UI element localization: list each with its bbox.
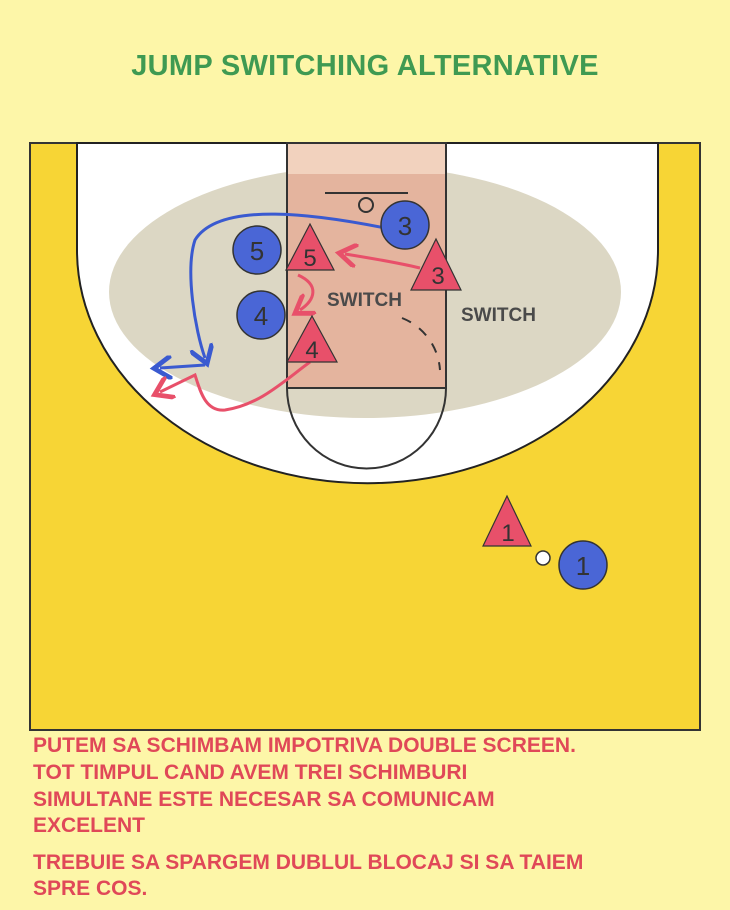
- defense-player-1: 1: [482, 494, 532, 547]
- note-line-2: TOT TIMPUL CAND AVEM TREI SCHIMBURI: [33, 761, 468, 784]
- switch-label-inner: SWITCH: [327, 290, 402, 311]
- switch-label-outer: SWITCH: [461, 305, 536, 326]
- diagram-title: JUMP SWITCHING ALTERNATIVE: [131, 50, 599, 82]
- note-line-4: EXCELENT: [33, 814, 146, 837]
- offense-player-4: 4: [236, 290, 286, 340]
- note-line-1: PUTEM SA SCHIMBAM IMPOTRIVA DOUBLE SCREE…: [33, 734, 576, 757]
- svg-text:5: 5: [250, 236, 264, 266]
- svg-text:5: 5: [303, 245, 316, 272]
- defense-player-3: 3: [410, 237, 462, 291]
- defense-4-chase-path: [160, 360, 311, 412]
- svg-text:3: 3: [431, 263, 444, 290]
- svg-text:1: 1: [501, 520, 514, 547]
- note-line-5: TREBUIE SA SPARGEM DUBLUL BLOCAJ SI SA T…: [33, 851, 584, 874]
- note-line-6: SPRE COS.: [33, 877, 148, 900]
- svg-text:3: 3: [398, 211, 412, 241]
- paint-lane-top: [288, 144, 445, 174]
- offense-player-1: 1: [558, 540, 608, 590]
- free-throw-circle: [286, 387, 447, 470]
- defense-5-switch-arrow: [298, 273, 313, 310]
- offense-3-pop-arrow: [160, 365, 206, 368]
- svg-text:4: 4: [254, 301, 268, 331]
- defense-3-switch-arrow: [345, 254, 421, 270]
- defense-player-4: 4: [285, 314, 339, 364]
- defense-player-5: 5: [285, 222, 335, 272]
- note-line-3: SIMULTANE ESTE NECESAR SA COMUNICAM: [33, 788, 495, 811]
- svg-text:4: 4: [305, 337, 318, 364]
- svg-text:1: 1: [576, 551, 590, 581]
- restricted-arc: [401, 317, 441, 371]
- offense-player-3: 3: [380, 200, 430, 250]
- offense-player-5: 5: [232, 225, 282, 275]
- ball-icon: [535, 550, 551, 566]
- offense-3-cut-path: [189, 212, 386, 358]
- rim: [358, 197, 374, 213]
